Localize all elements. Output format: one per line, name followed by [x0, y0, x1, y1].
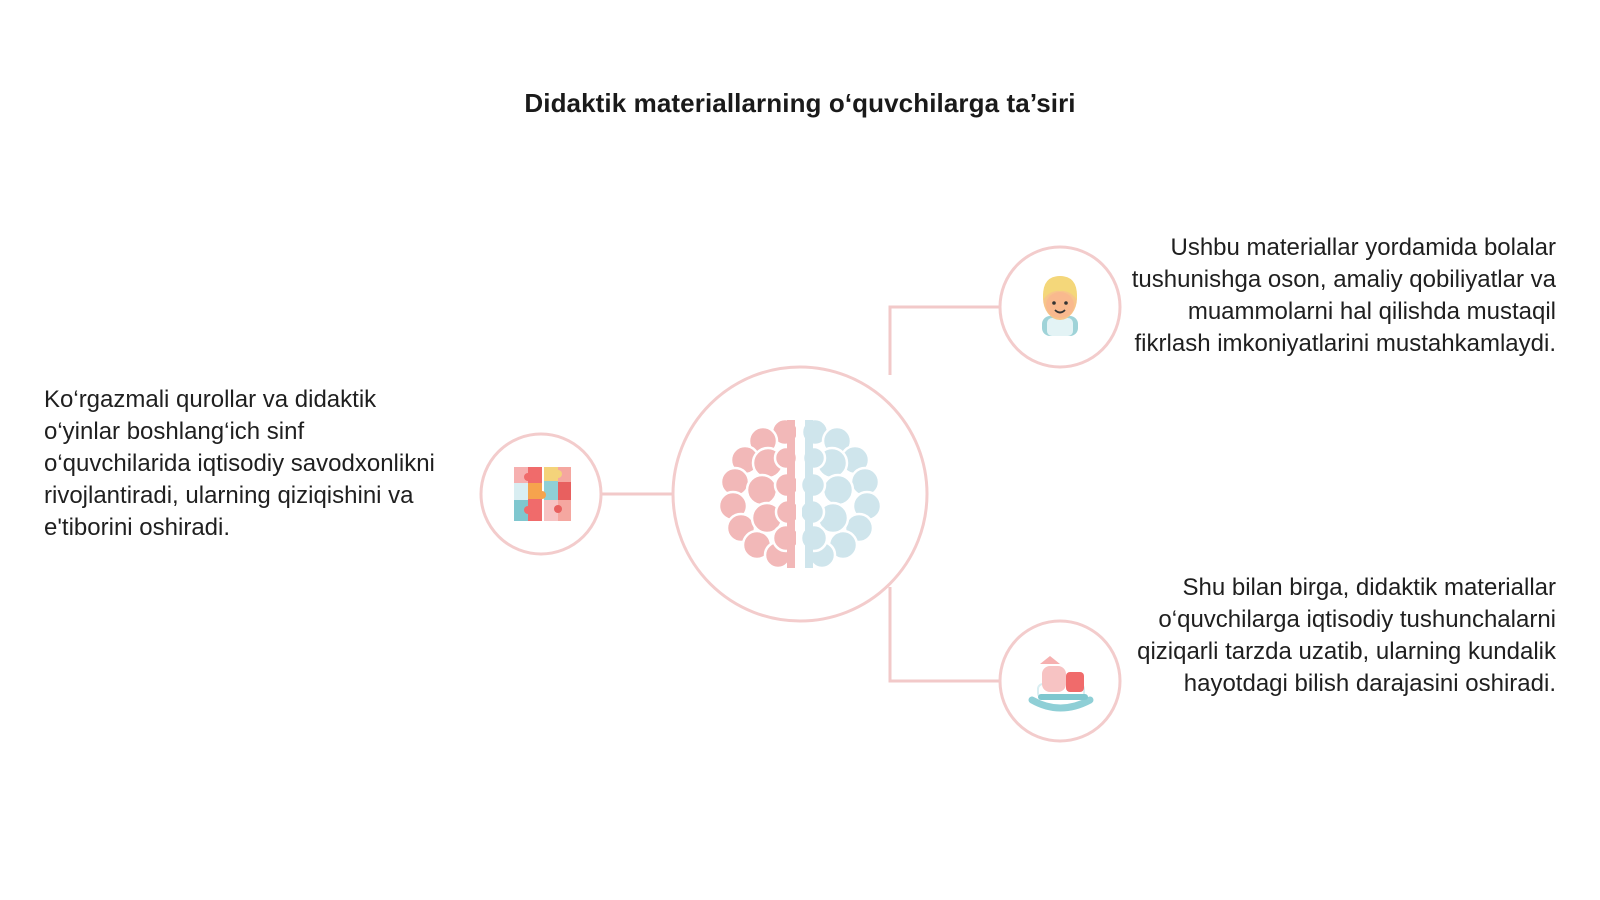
left-node-text: Ko‘rgazmali qurollar va didaktik o‘yinla…: [44, 386, 435, 541]
rocking-horse-icon: [1028, 656, 1094, 712]
brain-left-half: [717, 417, 802, 570]
colorful-blocks-icon: [514, 467, 571, 521]
child-face-icon: [1042, 276, 1078, 336]
connector-bottom-right: [888, 587, 1000, 683]
brain-right-half: [798, 417, 883, 570]
connector-top-right: [888, 305, 1000, 375]
top-right-node-text: Ushbu materiallar yordamida bolalar tush…: [1131, 234, 1556, 357]
bottom-right-node-text: Shu bilan birga, didaktik materiallar o‘…: [1137, 574, 1556, 697]
connector-lines: [601, 305, 1000, 683]
page-title: Didaktik materiallarning o‘quvchilarga t…: [524, 88, 1076, 118]
brain-icon: [717, 417, 883, 570]
brain-divider: [796, 418, 802, 570]
